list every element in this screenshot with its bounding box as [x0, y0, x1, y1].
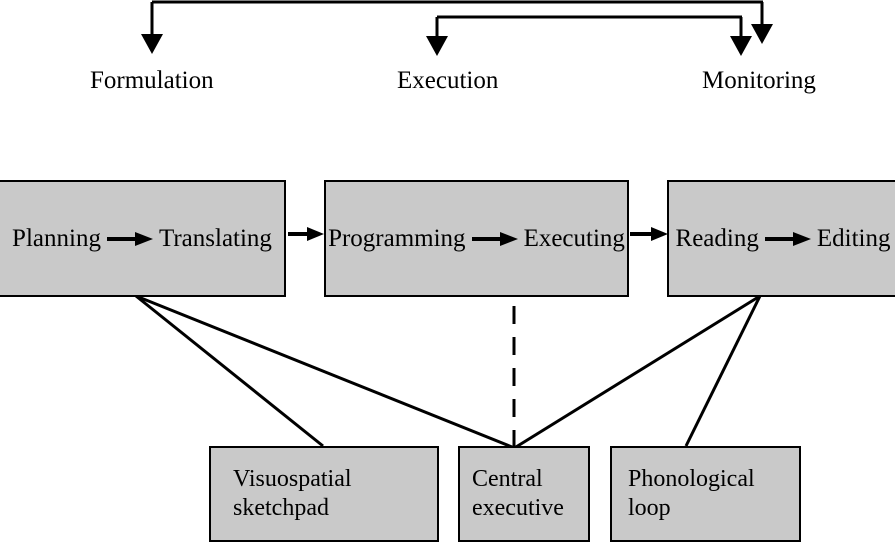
phase-label-execution: Execution [397, 67, 499, 94]
process-label-planning: Planning [12, 225, 101, 252]
memory-box-visuospatial-sketchpad[interactable]: Visuospatial sketchpad [209, 446, 439, 542]
right-arrow-icon [471, 231, 518, 246]
right-arrow-icon [106, 231, 153, 246]
process-box-execution-content: Programming Executing [326, 226, 627, 251]
memory-label-central-line2: executive [472, 495, 564, 521]
phase-label-monitoring: Monitoring [702, 67, 816, 94]
link-monitoring-to-central [515, 294, 761, 449]
connector-arrow-execution-to-monitoring [630, 227, 668, 241]
arrowhead-formulation [141, 34, 163, 54]
process-label-programming: Programming [328, 225, 466, 252]
link-formulation-to-central [135, 294, 513, 449]
process-label-reading: Reading [675, 225, 759, 252]
memory-label-phonological-line1: Phonological [628, 465, 755, 492]
connector-arrow-formulation-to-execution [288, 227, 324, 241]
link-monitoring-to-phonological [684, 295, 762, 447]
process-box-monitoring[interactable]: Reading Editing [667, 180, 895, 297]
phase-label-formulation: Formulation [90, 67, 214, 94]
process-box-execution[interactable]: Programming Executing [324, 180, 629, 297]
memory-box-central-executive[interactable]: Central executive [458, 446, 590, 542]
process-label-editing: Editing [816, 225, 891, 252]
right-arrow-icon [764, 231, 811, 246]
memory-label-central-line1: Central [472, 465, 543, 492]
link-formulation-to-visuospatial [135, 294, 324, 448]
memory-label-visuospatial-line2: sketchpad [233, 495, 329, 521]
arrowhead-execution [426, 36, 448, 56]
memory-label-visuospatial-line1: Visuospatial [233, 465, 352, 492]
arrowhead-monitoring-left [730, 36, 752, 56]
process-box-formulation[interactable]: Planning Translating [0, 180, 286, 297]
arrowhead-monitoring-right [751, 24, 773, 44]
process-label-translating: Translating [158, 225, 272, 252]
process-label-executing: Executing [523, 225, 625, 252]
process-box-formulation-content: Planning Translating [0, 226, 284, 251]
memory-label-phonological-line2: loop [628, 495, 671, 521]
process-box-monitoring-content: Reading Editing [669, 226, 895, 251]
memory-box-phonological-loop[interactable]: Phonological loop [610, 446, 801, 542]
